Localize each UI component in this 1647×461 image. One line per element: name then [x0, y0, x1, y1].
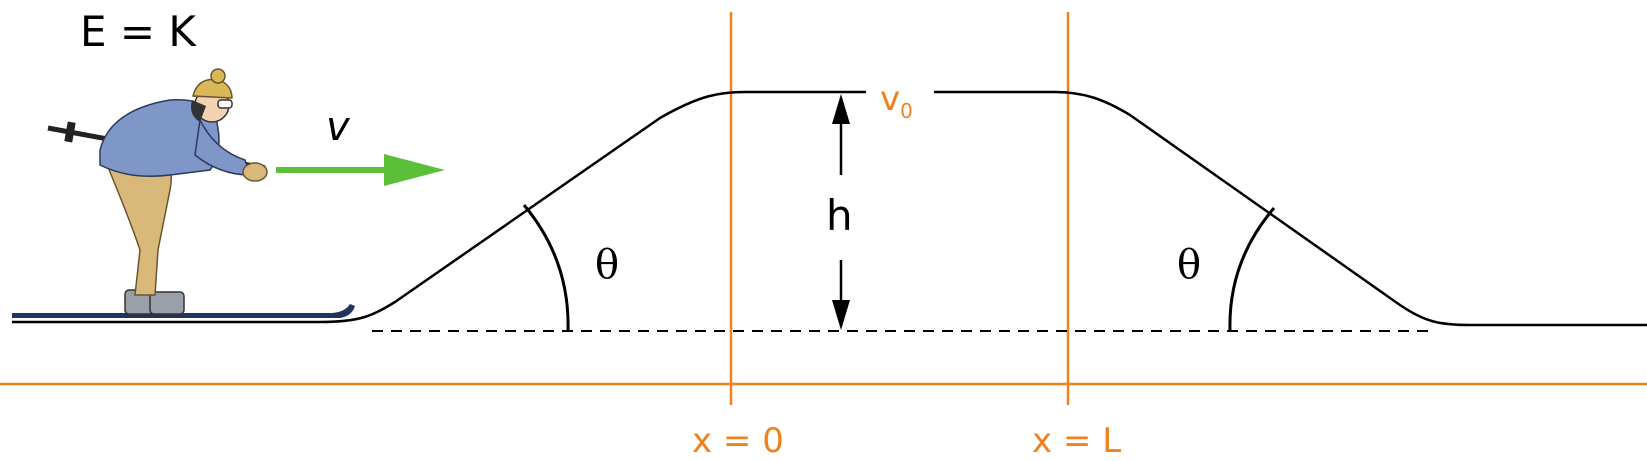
hill-ascent-curve	[12, 90, 866, 324]
height-arrowhead-down	[832, 300, 850, 330]
height-label: h	[826, 191, 853, 240]
angle-arc-right	[1228, 207, 1276, 332]
x-end-label: x = L	[1032, 421, 1121, 461]
x-start-label: x = 0	[692, 421, 784, 461]
arrow-right-icon	[384, 154, 445, 186]
velocity-label: v	[326, 104, 351, 150]
hill-descent-curve	[934, 90, 1647, 327]
skier-icon	[12, 68, 355, 318]
top-velocity-label: v0	[880, 79, 913, 123]
angle-label-left: θ	[595, 242, 619, 288]
equation-label: E = K	[80, 7, 197, 56]
height-arrowhead-up	[832, 94, 850, 124]
angle-label-right: θ	[1177, 242, 1201, 288]
angle-arc-left	[522, 204, 570, 332]
